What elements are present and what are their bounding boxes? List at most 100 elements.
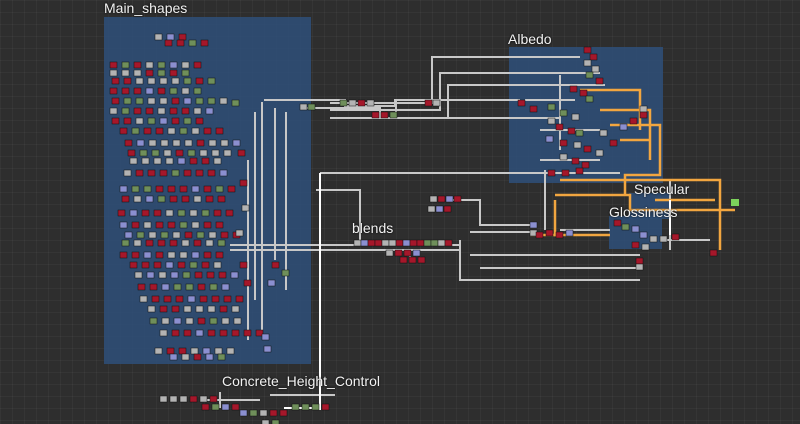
graph-node[interactable] xyxy=(635,257,644,265)
graph-node[interactable] xyxy=(203,127,212,135)
graph-node[interactable] xyxy=(635,263,644,271)
graph-node[interactable] xyxy=(629,117,638,125)
graph-node[interactable] xyxy=(171,117,180,125)
graph-node[interactable] xyxy=(389,111,398,119)
graph-node[interactable] xyxy=(179,251,188,259)
graph-node[interactable] xyxy=(201,403,210,411)
graph-node[interactable] xyxy=(299,103,308,111)
graph-node[interactable] xyxy=(131,251,140,259)
graph-node[interactable] xyxy=(591,65,600,73)
graph-node[interactable] xyxy=(233,317,242,325)
graph-node[interactable] xyxy=(143,251,152,259)
graph-node[interactable] xyxy=(408,256,417,264)
graph-node[interactable] xyxy=(191,251,200,259)
graph-node[interactable] xyxy=(167,185,176,193)
graph-node[interactable] xyxy=(133,239,142,247)
graph-node[interactable] xyxy=(211,403,220,411)
graph-node[interactable] xyxy=(226,347,235,355)
graph-node[interactable] xyxy=(219,329,228,337)
graph-node[interactable] xyxy=(145,107,154,115)
frame-title-albedo[interactable]: Albedo xyxy=(508,31,552,47)
graph-node[interactable] xyxy=(166,347,175,355)
graph-node[interactable] xyxy=(167,251,176,259)
graph-node[interactable] xyxy=(213,157,222,165)
graph-node[interactable] xyxy=(200,39,209,47)
graph-node[interactable] xyxy=(146,271,155,279)
graph-node[interactable] xyxy=(169,239,178,247)
graph-node[interactable] xyxy=(141,157,150,165)
graph-node[interactable] xyxy=(221,283,230,291)
graph-node[interactable] xyxy=(165,157,174,165)
graph-node[interactable] xyxy=(109,107,118,115)
graph-node[interactable] xyxy=(145,195,154,203)
graph-node[interactable] xyxy=(649,235,658,243)
graph-node[interactable] xyxy=(177,157,186,165)
graph-node[interactable] xyxy=(176,39,185,47)
graph-node[interactable] xyxy=(235,295,244,303)
graph-node[interactable] xyxy=(167,221,176,229)
graph-node[interactable] xyxy=(189,157,198,165)
graph-node[interactable] xyxy=(201,209,210,217)
graph-node[interactable] xyxy=(545,135,554,143)
graph-node[interactable] xyxy=(151,149,160,157)
graph-node[interactable] xyxy=(173,317,182,325)
graph-node[interactable] xyxy=(188,39,197,47)
graph-node[interactable] xyxy=(219,169,228,177)
graph-node[interactable] xyxy=(199,295,208,303)
graph-node[interactable] xyxy=(179,185,188,193)
graph-node[interactable] xyxy=(218,271,227,279)
graph-node[interactable] xyxy=(231,99,240,107)
graph-node[interactable] xyxy=(575,167,584,175)
graph-node[interactable] xyxy=(123,169,132,177)
graph-node[interactable] xyxy=(181,61,190,69)
frame-specular[interactable] xyxy=(629,193,669,219)
graph-node[interactable] xyxy=(184,231,193,239)
graph-node[interactable] xyxy=(220,139,229,147)
graph-node[interactable] xyxy=(547,169,556,177)
graph-node[interactable] xyxy=(134,271,143,279)
graph-node[interactable] xyxy=(205,107,214,115)
graph-node[interactable] xyxy=(141,209,150,217)
graph-node[interactable] xyxy=(388,239,397,247)
graph-node[interactable] xyxy=(193,239,202,247)
graph-node[interactable] xyxy=(158,271,167,279)
graph-node[interactable] xyxy=(195,169,204,177)
graph-node[interactable] xyxy=(307,103,316,111)
graph-node[interactable] xyxy=(231,305,240,313)
graph-node[interactable] xyxy=(145,69,154,77)
graph-node[interactable] xyxy=(223,149,232,157)
graph-node[interactable] xyxy=(269,409,278,417)
graph-node[interactable] xyxy=(301,403,310,411)
graph-node[interactable] xyxy=(385,249,394,257)
graph-node[interactable] xyxy=(437,239,446,247)
graph-node[interactable] xyxy=(157,69,166,77)
graph-node[interactable] xyxy=(109,61,118,69)
graph-node[interactable] xyxy=(394,249,403,257)
graph-node[interactable] xyxy=(409,239,418,247)
graph-node[interactable] xyxy=(217,195,226,203)
graph-node[interactable] xyxy=(619,123,628,131)
graph-node[interactable] xyxy=(161,317,170,325)
graph-node[interactable] xyxy=(567,127,576,135)
graph-node[interactable] xyxy=(416,239,425,247)
graph-node[interactable] xyxy=(135,97,144,105)
graph-node[interactable] xyxy=(206,271,215,279)
graph-node[interactable] xyxy=(149,283,158,291)
graph-node[interactable] xyxy=(237,149,246,157)
graph-node[interactable] xyxy=(221,317,230,325)
graph-node[interactable] xyxy=(639,231,648,239)
frame-title-concrete-height-control[interactable]: Concrete_Height_Control xyxy=(222,373,380,389)
graph-node[interactable] xyxy=(357,99,366,107)
graph-node[interactable] xyxy=(202,347,211,355)
graph-node[interactable] xyxy=(221,403,230,411)
graph-node[interactable] xyxy=(159,117,168,125)
graph-node[interactable] xyxy=(243,279,252,287)
graph-node[interactable] xyxy=(119,221,128,229)
graph-node[interactable] xyxy=(259,409,268,417)
graph-node[interactable] xyxy=(187,295,196,303)
graph-node[interactable] xyxy=(154,33,163,41)
graph-node[interactable] xyxy=(585,95,594,103)
graph-node[interactable] xyxy=(189,261,198,269)
graph-node[interactable] xyxy=(169,107,178,115)
graph-node[interactable] xyxy=(155,251,164,259)
